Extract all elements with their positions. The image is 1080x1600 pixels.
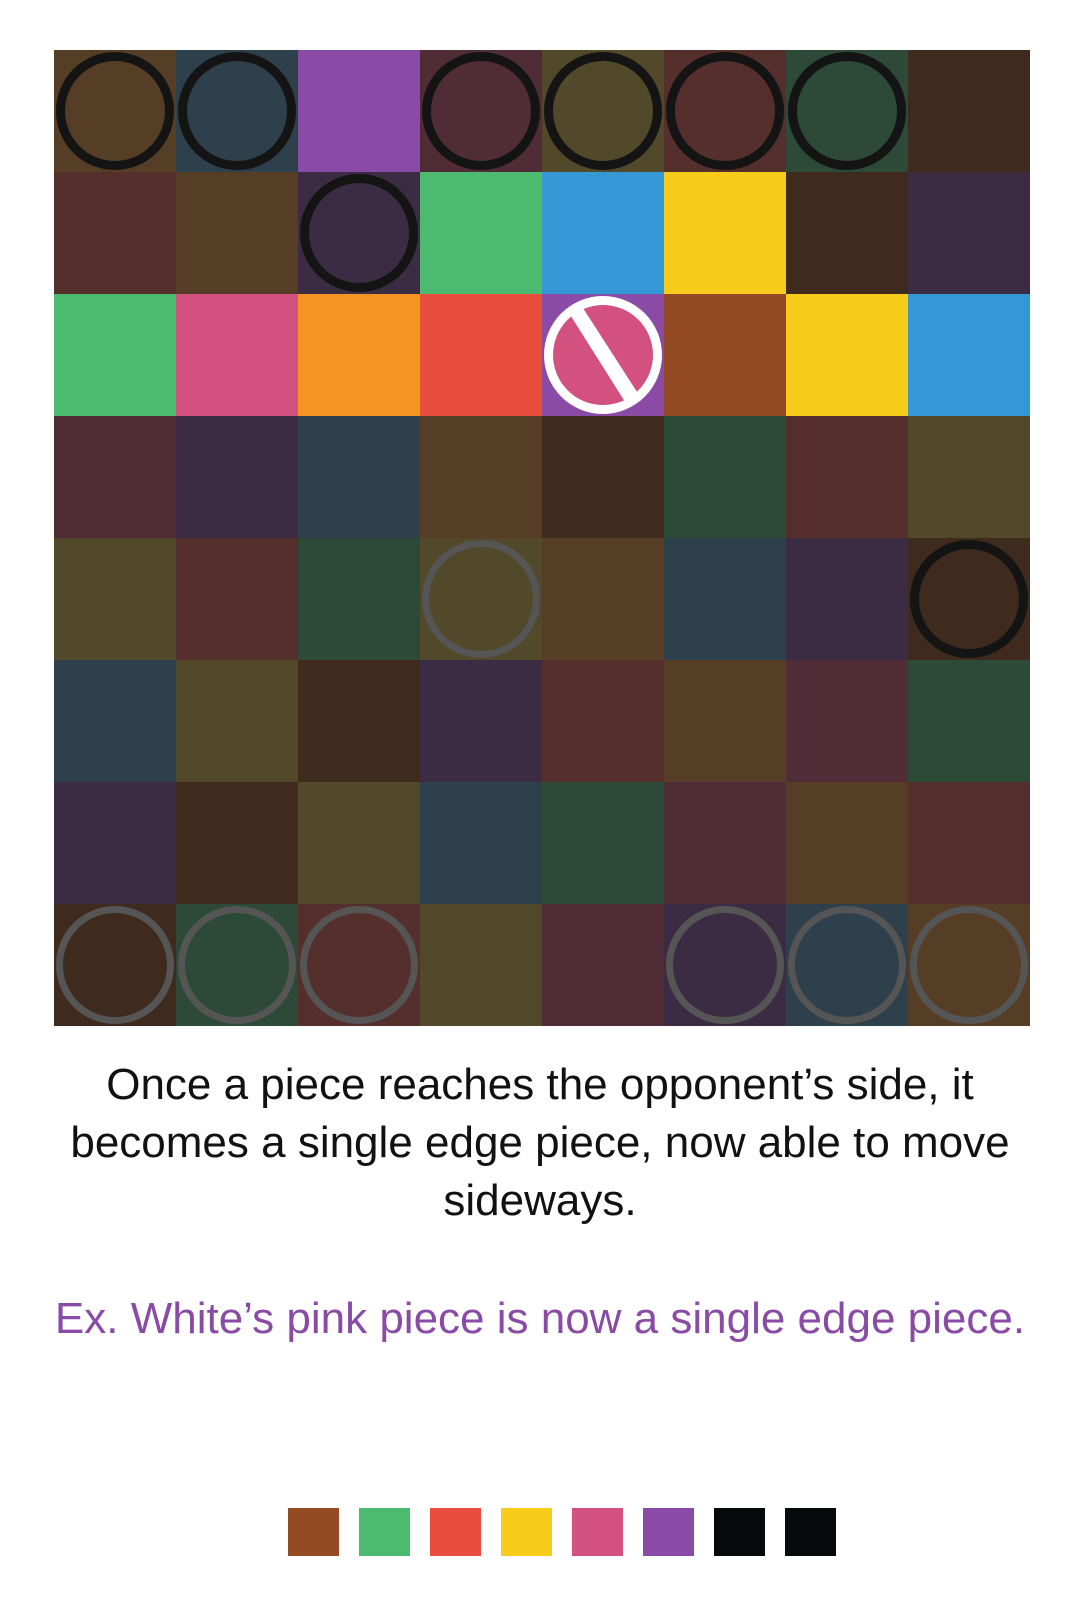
white-piece[interactable]: [300, 906, 418, 1024]
color-swatch: [785, 1508, 836, 1556]
board-square[interactable]: [420, 782, 542, 904]
board-square[interactable]: [176, 50, 298, 172]
board-square[interactable]: [298, 416, 420, 538]
board-square[interactable]: [420, 50, 542, 172]
board-square[interactable]: [298, 660, 420, 782]
board-square[interactable]: [786, 660, 908, 782]
board-square[interactable]: [908, 294, 1030, 416]
example-caption: Ex. White’s pink piece is now a single e…: [54, 1294, 1026, 1343]
board-square[interactable]: [176, 294, 298, 416]
board-square[interactable]: [542, 782, 664, 904]
black-piece[interactable]: [910, 540, 1028, 658]
board-square[interactable]: [664, 538, 786, 660]
board-square[interactable]: [54, 904, 176, 1026]
board-square[interactable]: [298, 538, 420, 660]
white-piece[interactable]: [788, 906, 906, 1024]
single-edge-piece[interactable]: [543, 295, 663, 415]
board-square[interactable]: [298, 904, 420, 1026]
board-square[interactable]: [298, 294, 420, 416]
board-square[interactable]: [542, 538, 664, 660]
board-square[interactable]: [664, 782, 786, 904]
board-square[interactable]: [542, 660, 664, 782]
board-square[interactable]: [54, 50, 176, 172]
board-square[interactable]: [420, 172, 542, 294]
white-piece[interactable]: [910, 906, 1028, 1024]
board-square[interactable]: [176, 782, 298, 904]
black-piece[interactable]: [56, 52, 174, 170]
board-square[interactable]: [908, 660, 1030, 782]
board-square[interactable]: [664, 660, 786, 782]
board-square[interactable]: [786, 50, 908, 172]
white-piece[interactable]: [666, 906, 784, 1024]
board-square[interactable]: [54, 172, 176, 294]
board-square[interactable]: [908, 782, 1030, 904]
black-piece[interactable]: [666, 52, 784, 170]
white-piece[interactable]: [178, 906, 296, 1024]
board-square[interactable]: [542, 294, 664, 416]
board-square[interactable]: [298, 50, 420, 172]
board-square[interactable]: [664, 416, 786, 538]
rule-caption: Once a piece reaches the opponent’s side…: [70, 1060, 1010, 1225]
board-square[interactable]: [786, 782, 908, 904]
board-square[interactable]: [54, 416, 176, 538]
white-piece[interactable]: [56, 906, 174, 1024]
board-square[interactable]: [664, 904, 786, 1026]
board-square[interactable]: [664, 294, 786, 416]
color-swatch: [643, 1508, 694, 1556]
color-swatch: [714, 1508, 765, 1556]
board-square[interactable]: [54, 782, 176, 904]
board-square[interactable]: [420, 538, 542, 660]
game-board: [54, 50, 1030, 1026]
board-square[interactable]: [420, 660, 542, 782]
board-square[interactable]: [908, 416, 1030, 538]
board-square[interactable]: [420, 294, 542, 416]
board-square[interactable]: [420, 416, 542, 538]
board-square[interactable]: [542, 50, 664, 172]
black-piece[interactable]: [300, 174, 418, 292]
color-swatch: [430, 1508, 481, 1556]
black-piece[interactable]: [544, 52, 662, 170]
board-square[interactable]: [908, 904, 1030, 1026]
board-square[interactable]: [298, 782, 420, 904]
board-square[interactable]: [908, 172, 1030, 294]
board-square[interactable]: [664, 172, 786, 294]
color-swatch: [359, 1508, 410, 1556]
board-square[interactable]: [908, 50, 1030, 172]
board-square[interactable]: [786, 416, 908, 538]
board-square[interactable]: [176, 538, 298, 660]
board-square[interactable]: [54, 660, 176, 782]
board-square[interactable]: [786, 172, 908, 294]
board-square[interactable]: [54, 538, 176, 660]
color-swatch: [288, 1508, 339, 1556]
board-square[interactable]: [786, 904, 908, 1026]
board-square[interactable]: [542, 416, 664, 538]
board-square[interactable]: [786, 538, 908, 660]
board-square[interactable]: [786, 294, 908, 416]
board-square[interactable]: [664, 50, 786, 172]
color-swatch: [572, 1508, 623, 1556]
board-square[interactable]: [542, 904, 664, 1026]
board-square[interactable]: [176, 904, 298, 1026]
black-piece[interactable]: [788, 52, 906, 170]
board-square[interactable]: [176, 172, 298, 294]
board-square[interactable]: [542, 172, 664, 294]
board-square[interactable]: [298, 172, 420, 294]
color-swatch: [501, 1508, 552, 1556]
white-piece[interactable]: [422, 540, 540, 658]
board-square[interactable]: [420, 904, 542, 1026]
board-square[interactable]: [176, 416, 298, 538]
color-legend: [288, 1508, 836, 1556]
black-piece[interactable]: [178, 52, 296, 170]
black-piece[interactable]: [422, 52, 540, 170]
board-square[interactable]: [54, 294, 176, 416]
board-square[interactable]: [176, 660, 298, 782]
board-square[interactable]: [908, 538, 1030, 660]
